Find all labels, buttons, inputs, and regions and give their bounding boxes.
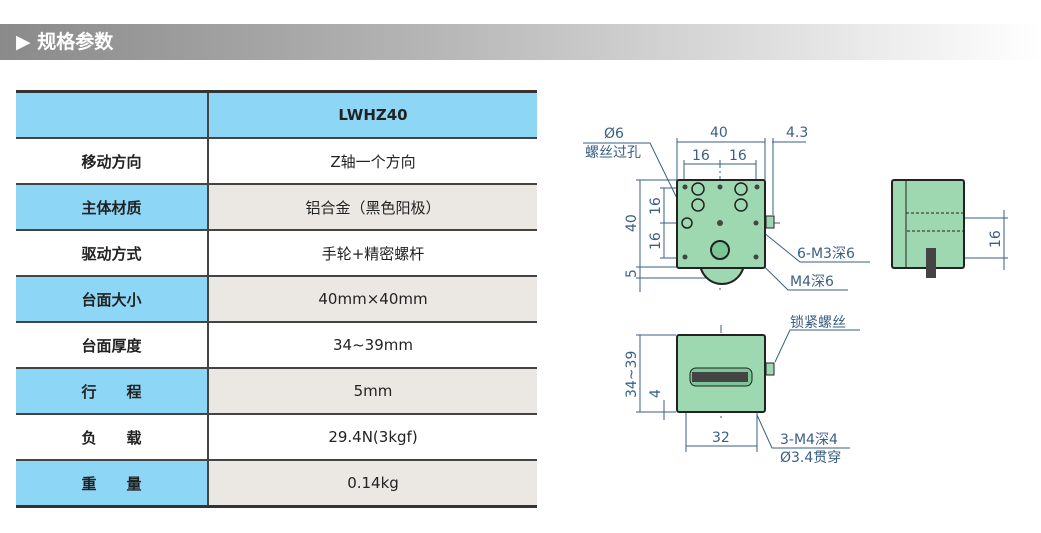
label: 32 (712, 430, 730, 446)
row-label: 驱动方式 (16, 230, 209, 277)
label: 40 (624, 214, 640, 232)
label: Ø3.4贯穿 (780, 450, 841, 466)
row-value: 40mm×40mm (208, 276, 537, 323)
row-label: 重 量 (16, 460, 209, 508)
label: 34~39 (624, 351, 640, 398)
row-value: 手轮+精密螺杆 (208, 230, 537, 277)
label: 锁紧螺丝 (790, 315, 846, 331)
table-row: 驱动方式手轮+精密螺杆 (16, 230, 537, 277)
label: 16 (988, 230, 1004, 248)
row-value: 5mm (208, 368, 537, 415)
label: 40 (710, 125, 728, 141)
label: 16 (648, 197, 664, 215)
row-label: 行 程 (16, 368, 209, 415)
label: 16 (648, 232, 664, 250)
label: 螺丝过孔 (585, 145, 641, 161)
model-name: LWHZ40 (208, 90, 537, 139)
row-label: 主体材质 (16, 184, 209, 231)
label: 16 (729, 148, 747, 164)
row-label: 台面大小 (16, 276, 209, 323)
label: M4深6 (790, 274, 834, 290)
table-row: 主体材质铝合金（黑色阳极） (16, 184, 537, 231)
front-view (676, 334, 775, 413)
label: 6-M3深6 (797, 246, 855, 262)
label: 16 (692, 148, 710, 164)
row-value: 0.14kg (208, 460, 537, 508)
label: 4.3 (786, 125, 808, 141)
row-value: 铝合金（黑色阳极） (208, 184, 537, 231)
row-value: 29.4N(3kgf) (208, 414, 537, 461)
top-view (676, 179, 775, 285)
row-label: 负 载 (16, 414, 209, 461)
row-value: 34~39mm (208, 322, 537, 369)
label: Ø6 (604, 126, 624, 142)
row-label: 台面厚度 (16, 322, 209, 369)
label: 3-M4深4 (780, 432, 838, 448)
row-value: Z轴一个方向 (208, 138, 537, 185)
table-header-row: LWHZ40 (16, 90, 537, 139)
label: 5 (624, 269, 640, 278)
label: 4 (648, 389, 664, 398)
section-title: ▶ 规格参数 (0, 24, 1041, 60)
side-view (891, 179, 965, 278)
row-label: 移动方向 (16, 138, 209, 185)
